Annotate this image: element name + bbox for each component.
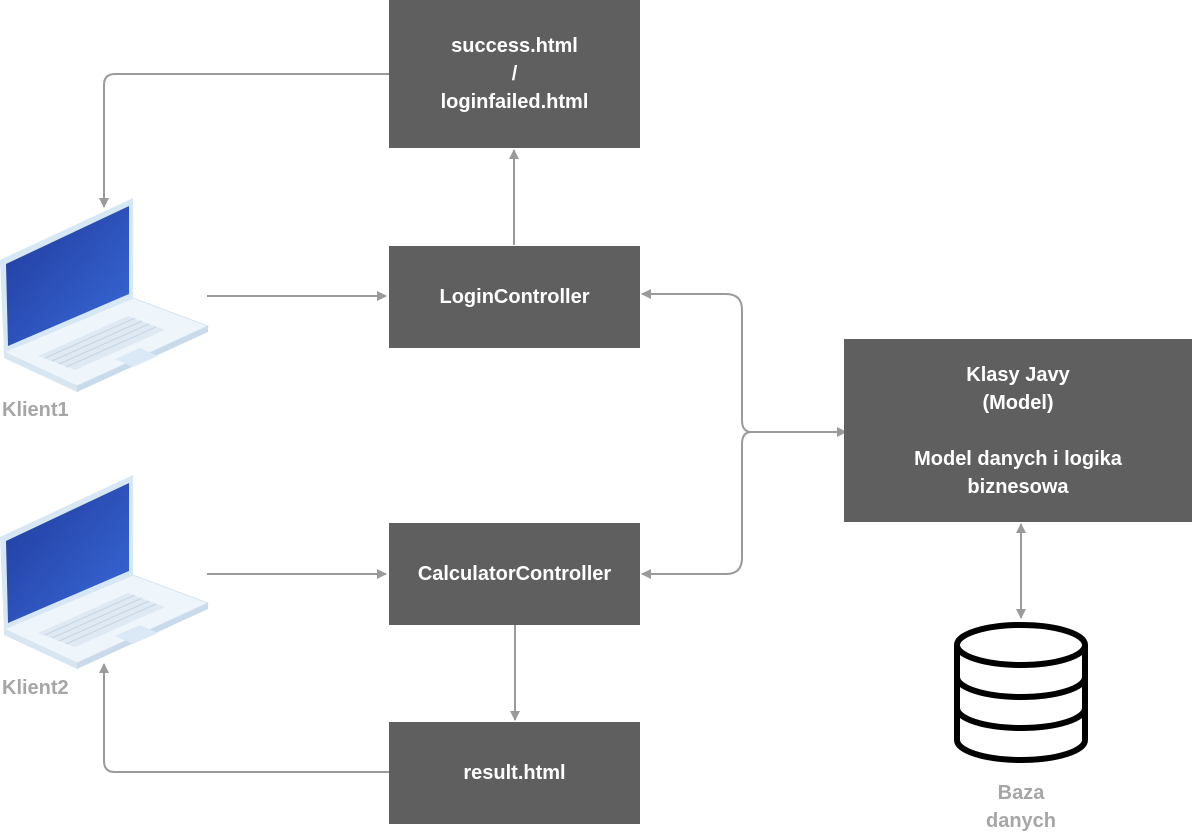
calculator-controller-box: CalculatorController	[389, 523, 640, 625]
calculator-controller-label: CalculatorController	[417, 563, 612, 585]
success-html-label: success.html	[451, 35, 578, 57]
login-controller-label: LoginController	[439, 286, 590, 308]
arrow-model-to-login	[642, 294, 751, 433]
arrow-model-to-calculator	[642, 431, 751, 574]
loginfailed-html-label: loginfailed.html	[440, 91, 589, 113]
client2-label: Klient2	[2, 677, 69, 699]
views-box: success.html / loginfailed.html	[389, 0, 640, 148]
separator-label: /	[511, 63, 518, 85]
database-icon	[954, 622, 1088, 763]
database-label-line2: danych	[985, 810, 1057, 832]
laptop-icon	[0, 475, 210, 669]
login-controller-box: LoginController	[389, 246, 640, 348]
model-description-line2: biznesowa	[967, 475, 1069, 498]
arrow-views-to-client1	[99, 73, 389, 208]
client1-label: Klient1	[2, 399, 69, 421]
model-title-label: Klasy Javy	[966, 363, 1070, 386]
result-html-label: result.html	[463, 762, 566, 784]
model-description-line1: Model danych i logika	[914, 447, 1122, 470]
result-box: result.html	[389, 722, 640, 824]
database-label-line1: Baza	[997, 782, 1045, 804]
arrow-result-to-client2	[99, 663, 389, 773]
database-label: Baza danych	[961, 779, 1081, 835]
laptop-icon	[0, 198, 210, 392]
model-box: Klasy Javy (Model) Model danych i logika…	[844, 339, 1192, 522]
model-subtitle-label: (Model)	[982, 391, 1054, 414]
